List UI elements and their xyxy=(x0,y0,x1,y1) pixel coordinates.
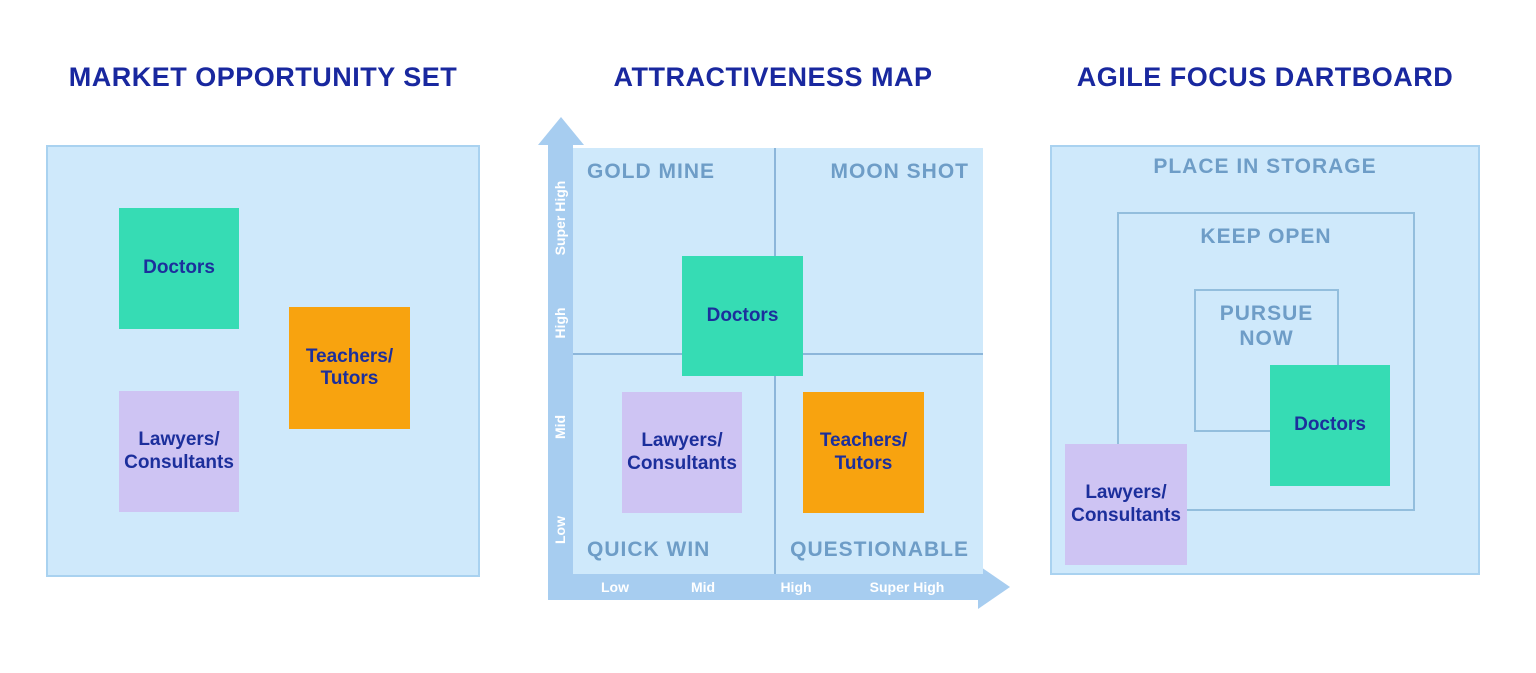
x-axis-tick-super-high: Super High xyxy=(869,579,945,595)
ring-label-pursue-now-line2: NOW xyxy=(1239,327,1294,351)
ring-label-keep-open: KEEP OPEN xyxy=(1200,225,1332,248)
sticky-note-label-line1: Lawyers/ xyxy=(641,430,723,452)
agile-focus-dartboard-panel: PLACE IN STORAGE KEEP OPEN PURSUE NOW Do… xyxy=(1050,145,1480,575)
ring-keep-open: KEEP OPEN xyxy=(1117,212,1415,511)
attractiveness-map-title: ATTRACTIVENESS MAP xyxy=(613,62,933,92)
y-axis-arrow-icon xyxy=(538,117,584,145)
ring-pursue-now: PURSUE NOW xyxy=(1194,289,1339,432)
quadrant-plot-area: GOLD MINE MOON SHOT QUICK WIN QUESTIONAB… xyxy=(573,148,983,574)
y-axis-tick-low: Low xyxy=(552,516,568,544)
x-axis-tick-high: High xyxy=(780,579,812,595)
quadrant-label-questionable: QUESTIONABLE xyxy=(790,538,969,561)
sticky-note-teachers-tutors: Teachers/ Tutors xyxy=(803,392,924,513)
sticky-note-label: Doctors xyxy=(706,304,779,326)
ring-label-place-in-storage: PLACE IN STORAGE xyxy=(1153,155,1377,178)
x-axis-tick-low: Low xyxy=(601,579,629,595)
sticky-note-lawyers-consultants: Lawyers/ Consultants xyxy=(1065,444,1187,565)
market-opportunity-set-title: MARKET OPPORTUNITY SET xyxy=(68,62,458,92)
sticky-note-label-line2: Consultants xyxy=(124,451,234,473)
sticky-note-label-line2: Consultants xyxy=(1071,504,1181,526)
sticky-note-label-line1: Teachers/ xyxy=(305,345,394,367)
sticky-note-label: Doctors xyxy=(1294,414,1366,436)
attractiveness-map-panel: Super High High Mid Low Low Mid High Sup… xyxy=(538,117,1010,613)
sticky-note-label-line1: Lawyers/ xyxy=(1085,482,1167,504)
market-opportunity-set-panel: Doctors Teachers/ Tutors Lawyers/ Consul… xyxy=(46,145,480,577)
ring-label-pursue-now-line1: PURSUE xyxy=(1219,302,1314,325)
sticky-note-lawyers-consultants: Lawyers/ Consultants xyxy=(119,391,239,512)
agile-focus-dartboard-title: AGILE FOCUS DARTBOARD xyxy=(1076,62,1454,92)
x-axis-arrow-icon xyxy=(978,565,1010,609)
y-axis-bar xyxy=(548,145,573,600)
quadrant-label-gold-mine: GOLD MINE xyxy=(587,160,715,183)
sticky-note-label-line2: Tutors xyxy=(320,368,379,389)
y-axis-tick-mid: Mid xyxy=(552,414,568,440)
sticky-note-label-line1: Lawyers/ xyxy=(138,429,220,451)
sticky-note-doctors: Doctors xyxy=(119,208,239,329)
sticky-note-lawyers-consultants: Lawyers/ Consultants xyxy=(622,392,742,513)
quadrant-label-quick-win: QUICK WIN xyxy=(587,538,711,561)
sticky-note-label-line2: Tutors xyxy=(834,452,893,474)
sticky-note-label: Doctors xyxy=(143,257,215,279)
x-axis-bar xyxy=(548,574,978,600)
quadrant-label-moon-shot: MOON SHOT xyxy=(830,160,969,183)
y-axis-tick-high: High xyxy=(552,307,568,339)
sticky-note-teachers-tutors: Teachers/ Tutors xyxy=(289,307,410,429)
ring-label-pursue-now: PURSUE NOW xyxy=(1196,301,1337,351)
x-axis-tick-mid: Mid xyxy=(690,579,716,595)
sticky-note-label-line1: Teachers/ xyxy=(819,430,908,452)
y-axis-tick-super-high: Super High xyxy=(552,180,568,256)
sticky-note-label-line2: Consultants xyxy=(627,452,737,474)
sticky-note-doctors: Doctors xyxy=(682,256,803,376)
sticky-note-doctors: Doctors xyxy=(1270,365,1390,486)
